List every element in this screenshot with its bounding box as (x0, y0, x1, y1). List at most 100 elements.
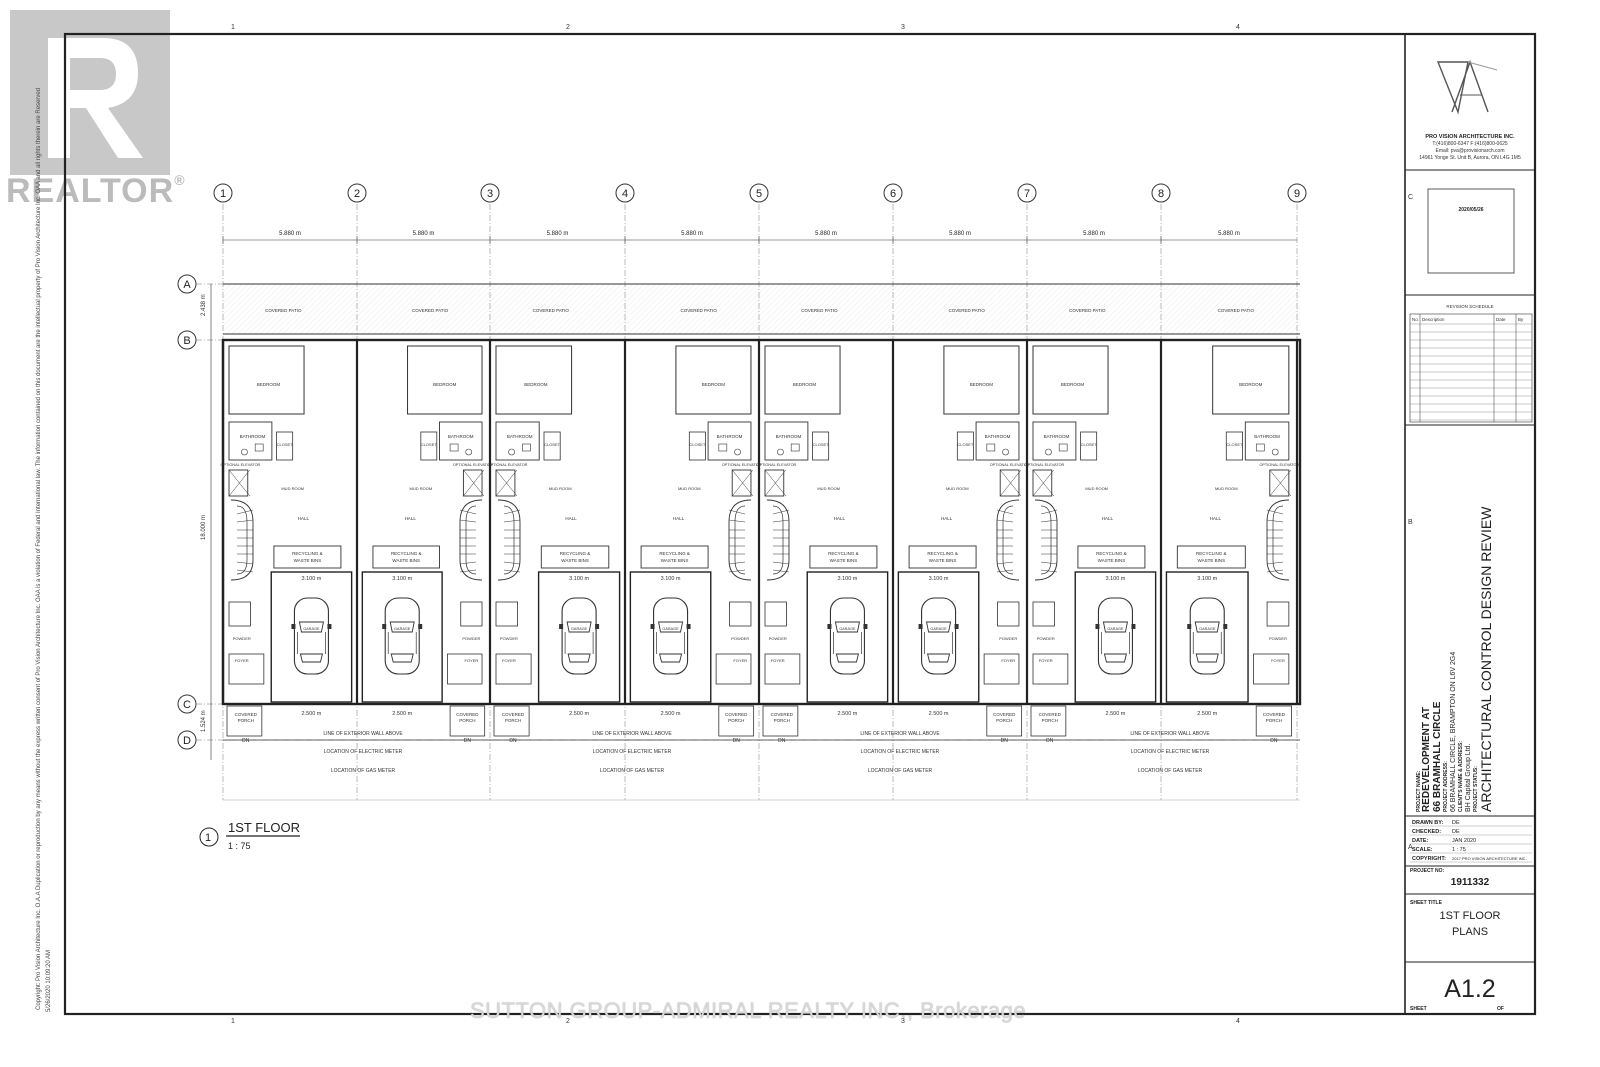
driveway-width: 2.500 m (661, 711, 681, 717)
grid-label-5: 5 (756, 188, 762, 200)
grid-bubble-8 (1151, 183, 1171, 203)
mud-room-label: MUD ROOM (946, 486, 969, 491)
elevator-label: OPTIONAL ELEVATOR (221, 463, 261, 467)
dn-label: DN (509, 738, 517, 744)
grid-bubble-2 (347, 183, 367, 203)
driveway-width: 2.500 m (1197, 711, 1217, 717)
garage-label: GARAGE (303, 627, 320, 631)
patio-label: COVERED PATIO (681, 308, 718, 313)
garage-label: GARAGE (1107, 627, 1124, 631)
patio-label: COVERED PATIO (1218, 308, 1255, 313)
elevator-label: OPTIONAL ELEVATOR (757, 463, 797, 467)
patio-label: COVERED PATIO (412, 308, 449, 313)
garage-width: 3.100 m (1197, 576, 1217, 582)
driveway-width: 2.500 m (392, 711, 412, 717)
dn-label: DN (242, 738, 250, 744)
closet-label: CLOSET (813, 442, 830, 447)
grid-label-D: D (183, 735, 191, 747)
stamp-date: 2020/05/26 (1458, 207, 1483, 213)
foyer-label: FOYER (1271, 658, 1285, 663)
realtor-wordmark: REALTOR® (6, 172, 186, 210)
info-key: CHECKED: (1412, 829, 1441, 835)
recycling-label: RECYCLING & (391, 551, 422, 556)
bay-dim: 5.880 m (547, 231, 569, 237)
dim-front-depth: 2.438 m (201, 294, 207, 316)
dn-label: DN (778, 738, 786, 744)
grid-label-A: A (183, 279, 191, 291)
recycling-label: RECYCLING & (1196, 551, 1227, 556)
bedroom-label: BEDROOM (1239, 382, 1263, 387)
elevator-label: OPTIONAL ELEVATOR (488, 463, 528, 467)
driveway-width: 2.500 m (302, 711, 322, 717)
elevator-label: OPTIONAL ELEVATOR (1259, 463, 1299, 467)
foyer-label: FOYER (1039, 658, 1053, 663)
recycling-label: RECYCLING & (927, 551, 958, 556)
sheet-col-4-bottom: 4 (1236, 1018, 1240, 1025)
garage-width: 3.100 m (302, 576, 322, 582)
garage-label: GARAGE (930, 627, 947, 631)
project-name-line2: 66 BRAMHALL CIRCLE (1432, 701, 1443, 812)
project-name-line1: REDEVELOPMENT AT (1421, 707, 1432, 812)
sheet-col-1-bottom: 1 (231, 1018, 235, 1025)
hall-label: HALL (1102, 516, 1114, 521)
bedroom-label: BEDROOM (433, 382, 457, 387)
grid-bubble-6 (883, 183, 903, 203)
view-name: 1ST FLOOR (228, 820, 300, 835)
view-title: 1 1ST FLOOR 1 : 75 (199, 820, 300, 851)
driveway-width: 2.500 m (569, 711, 589, 717)
sheet-col-2-bottom: 2 (566, 1018, 570, 1025)
building-outline (221, 338, 1302, 706)
recycling-label-2: WASTE BINS (830, 558, 858, 563)
patio-label: COVERED PATIO (533, 308, 570, 313)
view-number: 1 (205, 832, 211, 844)
bay-dim: 5.880 m (1218, 231, 1240, 237)
hall-label: HALL (565, 516, 577, 521)
bay-dim: 5.880 m (949, 231, 971, 237)
patio-label: COVERED PATIO (1069, 308, 1106, 313)
porch-label-2: PORCH (505, 718, 521, 723)
recycling-label-2: WASTE BINS (1098, 558, 1126, 563)
grid-label-C: C (183, 699, 191, 711)
sheet-row-b: B (1408, 519, 1413, 526)
info-value: JAN 2020 (1452, 838, 1476, 844)
foyer-label: FOYER (502, 658, 516, 663)
note-wall-above: LINE OF EXTERIOR WALL ABOVE (323, 731, 403, 737)
info-key: DRAWN BY: (1412, 820, 1444, 826)
units: COVERED PATIOBEDROOMBATHROOMCLOSETOPTION… (221, 308, 1300, 774)
mud-room-label: MUD ROOM (678, 486, 701, 491)
stamp-box (1427, 188, 1515, 274)
bedroom-label: BEDROOM (793, 382, 817, 387)
unit-3: COVERED PATIOBEDROOMBATHROOMCLOSETOPTION… (488, 308, 621, 744)
dn-label: DN (464, 738, 472, 744)
project-name-label: PROJECT NAME: (1416, 770, 1422, 812)
note-wall-above: LINE OF EXTERIOR WALL ABOVE (860, 731, 940, 737)
powder-label: POWDER (462, 636, 480, 641)
project-address: 66 BRAMHALL CIRCLE, BRAMPTON ON L6V 2G4 (1450, 652, 1457, 812)
brokerage-watermark: SUTTON GROUP-ADMIRAL REALTY INC., Broker… (470, 998, 1027, 1023)
porch-label: COVERED (1263, 712, 1286, 717)
elevator-label: OPTIONAL ELEVATOR (453, 463, 493, 467)
foyer-label: FOYER (733, 658, 747, 663)
firm-name: PRO VISION ARCHITECTURE INC. (1425, 134, 1515, 140)
firm-address: 14961 Yonge St. Unit B, Aurora, ON L4G 1… (1419, 155, 1521, 161)
bay-dim: 5.880 m (681, 231, 703, 237)
garage-width: 3.100 m (569, 576, 589, 582)
hall-label: HALL (298, 516, 310, 521)
unit-1: COVERED PATIOBEDROOMBATHROOMCLOSETOPTION… (221, 308, 353, 744)
sheet-col-2: 2 (566, 24, 570, 31)
sheet-label: SHEET (1410, 1006, 1427, 1012)
sheet-col-3: 3 (901, 24, 905, 31)
powder-label: POWDER (500, 636, 518, 641)
foyer-label: FOYER (464, 658, 478, 663)
grid-label-9: 9 (1294, 188, 1300, 200)
closet-label: CLOSET (277, 442, 294, 447)
sheet-title-label: SHEET TITLE (1410, 900, 1443, 906)
bedroom-label: BEDROOM (524, 382, 548, 387)
garage-label: GARAGE (662, 627, 679, 631)
recycling-label-2: WASTE BINS (294, 558, 322, 563)
grid-label-2: 2 (354, 188, 360, 200)
revision-header: Date (1496, 317, 1506, 322)
mud-room-label: MUD ROOM (549, 486, 572, 491)
grid-bubble-1 (213, 183, 233, 203)
